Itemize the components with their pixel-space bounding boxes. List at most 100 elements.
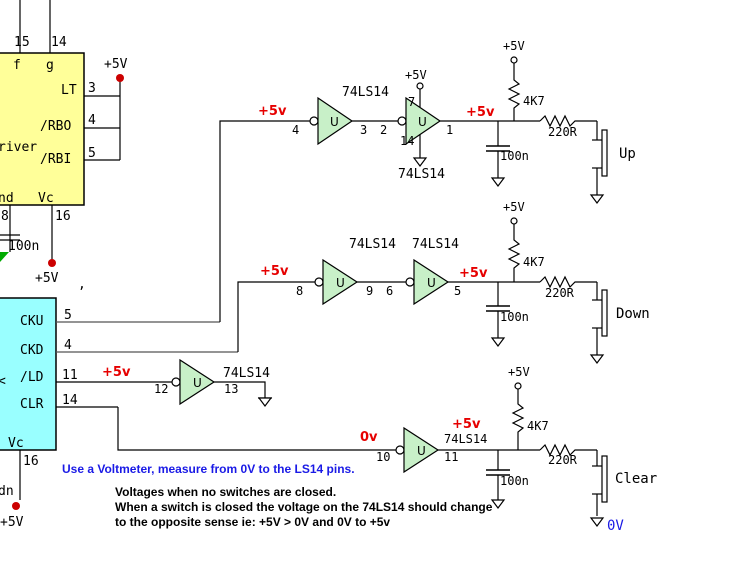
label-up-out-plus5v: +5v bbox=[466, 105, 495, 120]
down-resistor-220r bbox=[539, 275, 597, 289]
label-frag-dn: dn bbox=[0, 484, 14, 499]
down-switch[interactable] bbox=[601, 289, 608, 337]
clear-cap-label: 100n bbox=[500, 474, 529, 488]
up-gate-pin-7: 7 bbox=[408, 95, 415, 109]
counter-pin-4: 4 bbox=[64, 338, 72, 353]
decoder-pin-5: 5 bbox=[88, 146, 96, 161]
ld-gate-label: U bbox=[193, 376, 202, 390]
down-resistor-4k7 bbox=[507, 224, 521, 282]
decoder-pin-4: 4 bbox=[88, 113, 96, 128]
down-gate-pin-5: 5 bbox=[454, 284, 461, 298]
up-cap-label: 100n bbox=[500, 149, 529, 163]
ld-part-label: 74LS14 bbox=[223, 366, 270, 381]
ld-gate-pin-12: 12 bbox=[154, 382, 168, 396]
counter-pin-vc: Vc bbox=[8, 436, 24, 451]
clear-switch-label: Clear bbox=[615, 471, 657, 487]
counter-pin-11: 11 bbox=[62, 368, 78, 383]
decoder-body bbox=[0, 52, 85, 206]
svg-text:,: , bbox=[78, 277, 86, 292]
down-switch-label: Down bbox=[616, 306, 650, 322]
label-ld-plus5v: +5v bbox=[102, 365, 131, 380]
label-clear-0v: 0v bbox=[360, 430, 378, 445]
up-switch[interactable] bbox=[601, 129, 608, 177]
up-switch-label: Up bbox=[619, 146, 636, 162]
down-gate-1 bbox=[322, 258, 359, 306]
vcc-dot-2 bbox=[48, 259, 56, 267]
clear-resistor-220r bbox=[539, 443, 597, 457]
clear-channel: 0v 10 U +5v 74LS14 11 +5V 4K7 100n 220R … bbox=[360, 365, 657, 534]
decoder-pin-lt: LT bbox=[61, 83, 77, 98]
clear-switch[interactable] bbox=[601, 455, 608, 503]
counter-pin-ckd: CKD bbox=[20, 343, 44, 358]
ground-0v-label: 0V bbox=[607, 518, 624, 534]
ground-arrow bbox=[0, 252, 9, 262]
vcc-dot-3 bbox=[12, 502, 20, 510]
up-gate-2-label: U bbox=[418, 115, 427, 129]
decoder-pin-8: 8 bbox=[1, 209, 9, 224]
instruction-note: Use a Voltmeter, measure from 0V to the … bbox=[62, 462, 355, 476]
decoder-pin-g: g bbox=[46, 58, 54, 73]
counter-pin-5: 5 bbox=[64, 308, 72, 323]
clear-resistor-4k7 bbox=[511, 389, 525, 450]
up-resistor-4k7 bbox=[507, 63, 521, 121]
counter-pin-clr: CLR bbox=[20, 397, 44, 412]
up-resistor-220r bbox=[539, 114, 597, 128]
down-channel: +5v 8 U 74LS14 74LS14 9 6 U 5 +5v +5V 4K… bbox=[260, 200, 650, 364]
decoder-pin-15: 15 bbox=[14, 35, 30, 50]
counter-pin-16: 16 bbox=[23, 454, 39, 469]
note-line-2: When a switch is closed the voltage on t… bbox=[115, 500, 493, 514]
up-part-label: 74LS14 bbox=[342, 85, 389, 100]
up-gate-pin-3: 3 bbox=[360, 123, 367, 137]
label-clear-plus5v: +5v bbox=[452, 417, 481, 432]
up-res-4k7-label: 4K7 bbox=[523, 94, 545, 108]
up-gate-1 bbox=[317, 96, 354, 146]
decoder-pin-vc: Vc bbox=[38, 191, 54, 206]
up-gate-pin-1: 1 bbox=[446, 123, 453, 137]
clear-pullup-vcc-label: +5V bbox=[508, 365, 530, 379]
decoder-pin-rbi: /RBI bbox=[40, 152, 71, 167]
up-gate-pin-2: 2 bbox=[380, 123, 387, 137]
clear-gate-label: U bbox=[417, 444, 426, 458]
vcc-dot bbox=[116, 74, 124, 82]
label-decoder-5v: +5V bbox=[104, 57, 128, 72]
clear-res-4k7-label: 4K7 bbox=[527, 419, 549, 433]
down-gate-pin-6: 6 bbox=[386, 284, 393, 298]
label-cap-100n-left: 100n bbox=[8, 239, 39, 254]
clear-res-220r-label: 220R bbox=[548, 453, 578, 467]
clear-gate-pin-10: 10 bbox=[376, 450, 390, 464]
up-part-label-2: 74LS14 bbox=[398, 167, 445, 182]
down-part-label-2: 74LS14 bbox=[412, 237, 459, 252]
label-up-plus5v: +5v bbox=[258, 104, 287, 119]
down-gate-pin-9: 9 bbox=[366, 284, 373, 298]
down-gate-2-label: U bbox=[427, 276, 436, 290]
counter-pin-ld: /LD bbox=[20, 370, 44, 385]
down-part-label-1: 74LS14 bbox=[349, 237, 396, 252]
up-gate-2 bbox=[405, 96, 442, 146]
clear-gate bbox=[403, 426, 440, 474]
note-line-1: Voltages when no switches are closed. bbox=[115, 485, 337, 499]
label-down-plus5v: +5v bbox=[260, 264, 289, 279]
down-pullup-vcc-label: +5V bbox=[503, 200, 525, 214]
decoder-pin-f: f bbox=[13, 58, 21, 73]
down-gate-1-label: U bbox=[336, 276, 345, 290]
counter-pin-14: 14 bbox=[62, 393, 78, 408]
ld-channel: +5v 12 U 74LS14 13 bbox=[102, 358, 273, 407]
down-res-220r-label: 220R bbox=[545, 286, 575, 300]
up-gate-1-label: U bbox=[330, 115, 339, 129]
up-gate-pin-4: 4 bbox=[292, 123, 299, 137]
down-gate-2 bbox=[413, 258, 450, 306]
decoder-pin-3: 3 bbox=[88, 81, 96, 96]
decoder-chip: 15 14 f g LT /RBO /RBI river nd Vc 3 4 5… bbox=[0, 0, 128, 292]
up-res-220r-label: 220R bbox=[548, 125, 578, 139]
up-channel: +5v 4 U 74LS14 3 2 U +5V 7 14 74LS14 1 +… bbox=[258, 39, 636, 204]
decoder-title-fragment: river bbox=[0, 140, 37, 155]
label-counter-bottom-5v: +5V bbox=[0, 515, 24, 530]
counter-chip: CKU CKD /LD CLR < Vc 5 4 11 14 16 dn +5V bbox=[0, 297, 238, 530]
decoder-pin-gnd: nd bbox=[0, 191, 14, 206]
counter-pin-lt: < bbox=[0, 374, 6, 389]
label-down-out-plus5v: +5v bbox=[459, 266, 488, 281]
counter-body bbox=[0, 297, 57, 451]
up-gate-pin-14: 14 bbox=[400, 134, 414, 148]
